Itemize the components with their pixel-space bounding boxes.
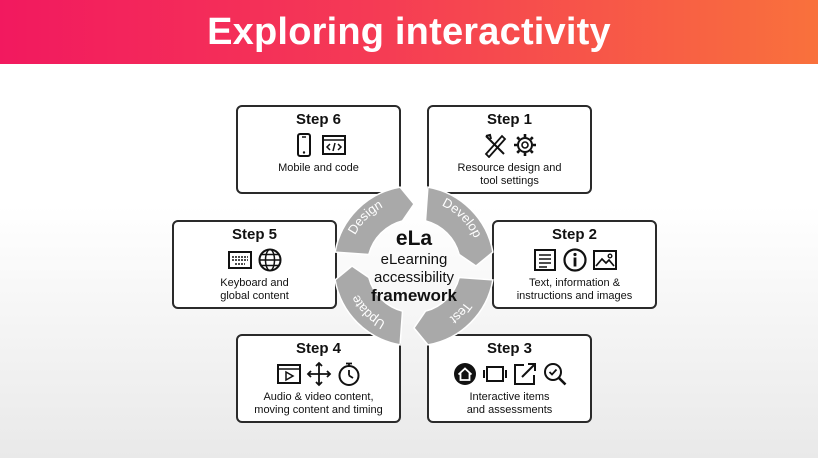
framework-line-1: eLearning — [381, 251, 448, 268]
framework-line-2: accessibility — [374, 269, 455, 286]
step-1-title: Step 1 — [486, 111, 532, 128]
step-6-title: Step 6 — [295, 111, 341, 128]
ela-logo: eLa — [396, 227, 433, 250]
step-4-title: Step 4 — [295, 340, 341, 357]
step-1-box: Step 1 Resource design and tool settings — [427, 105, 592, 194]
cycle-ring — [334, 186, 494, 346]
external-link-icon — [513, 363, 536, 385]
image-icon — [592, 250, 617, 270]
step-5-title: Step 5 — [231, 226, 277, 243]
step-6-description: Mobile and code — [278, 162, 359, 174]
page-title: Exploring interactivity — [207, 10, 611, 53]
step-1-description: Resource design and tool settings — [457, 162, 562, 187]
step-3-description: Interactive items and assessments — [466, 391, 553, 416]
gear-icon — [513, 134, 536, 156]
develop-arrow — [424, 186, 494, 267]
step-6-box: Step 6 Mobile and code — [236, 105, 401, 194]
search-check-icon — [543, 363, 566, 386]
home-icon — [453, 363, 476, 385]
mobile-phone-icon — [296, 133, 311, 157]
move-arrows-icon — [306, 361, 331, 387]
design-tools-icon — [484, 133, 506, 158]
step-3-title: Step 3 — [486, 340, 532, 357]
text-document-icon — [533, 249, 556, 271]
step-4-box: Step 4 Audio & video content, moving con… — [236, 334, 401, 423]
framework-line-3: framework — [371, 286, 458, 305]
header-banner: Exploring interactivity — [0, 0, 818, 64]
code-window-icon — [321, 135, 346, 155]
toggle-window-icon — [482, 366, 507, 382]
video-player-icon — [276, 364, 301, 384]
step-3-box: Step 3 Interactive items and assessments — [427, 334, 592, 423]
step-5-box: Step 5 Keyboard and global content — [172, 220, 337, 309]
timer-icon — [338, 362, 359, 386]
update-arrow — [334, 265, 404, 346]
keyboard-icon — [227, 251, 252, 269]
step-4-description: Audio & video content, moving content an… — [254, 391, 383, 416]
step-5-description: Keyboard and global content — [220, 277, 289, 302]
design-arrow — [334, 186, 415, 256]
info-icon — [562, 248, 587, 272]
step-2-title: Step 2 — [551, 226, 597, 243]
globe-icon — [258, 248, 281, 272]
step-2-description: Text, information & instructions and ima… — [516, 277, 633, 302]
test-arrow — [413, 276, 494, 346]
step-2-box: Step 2 Text, information & instructions … — [492, 220, 657, 309]
ela-cycle-diagram: Design Develop Test Update eLa eLearning… — [334, 186, 494, 346]
